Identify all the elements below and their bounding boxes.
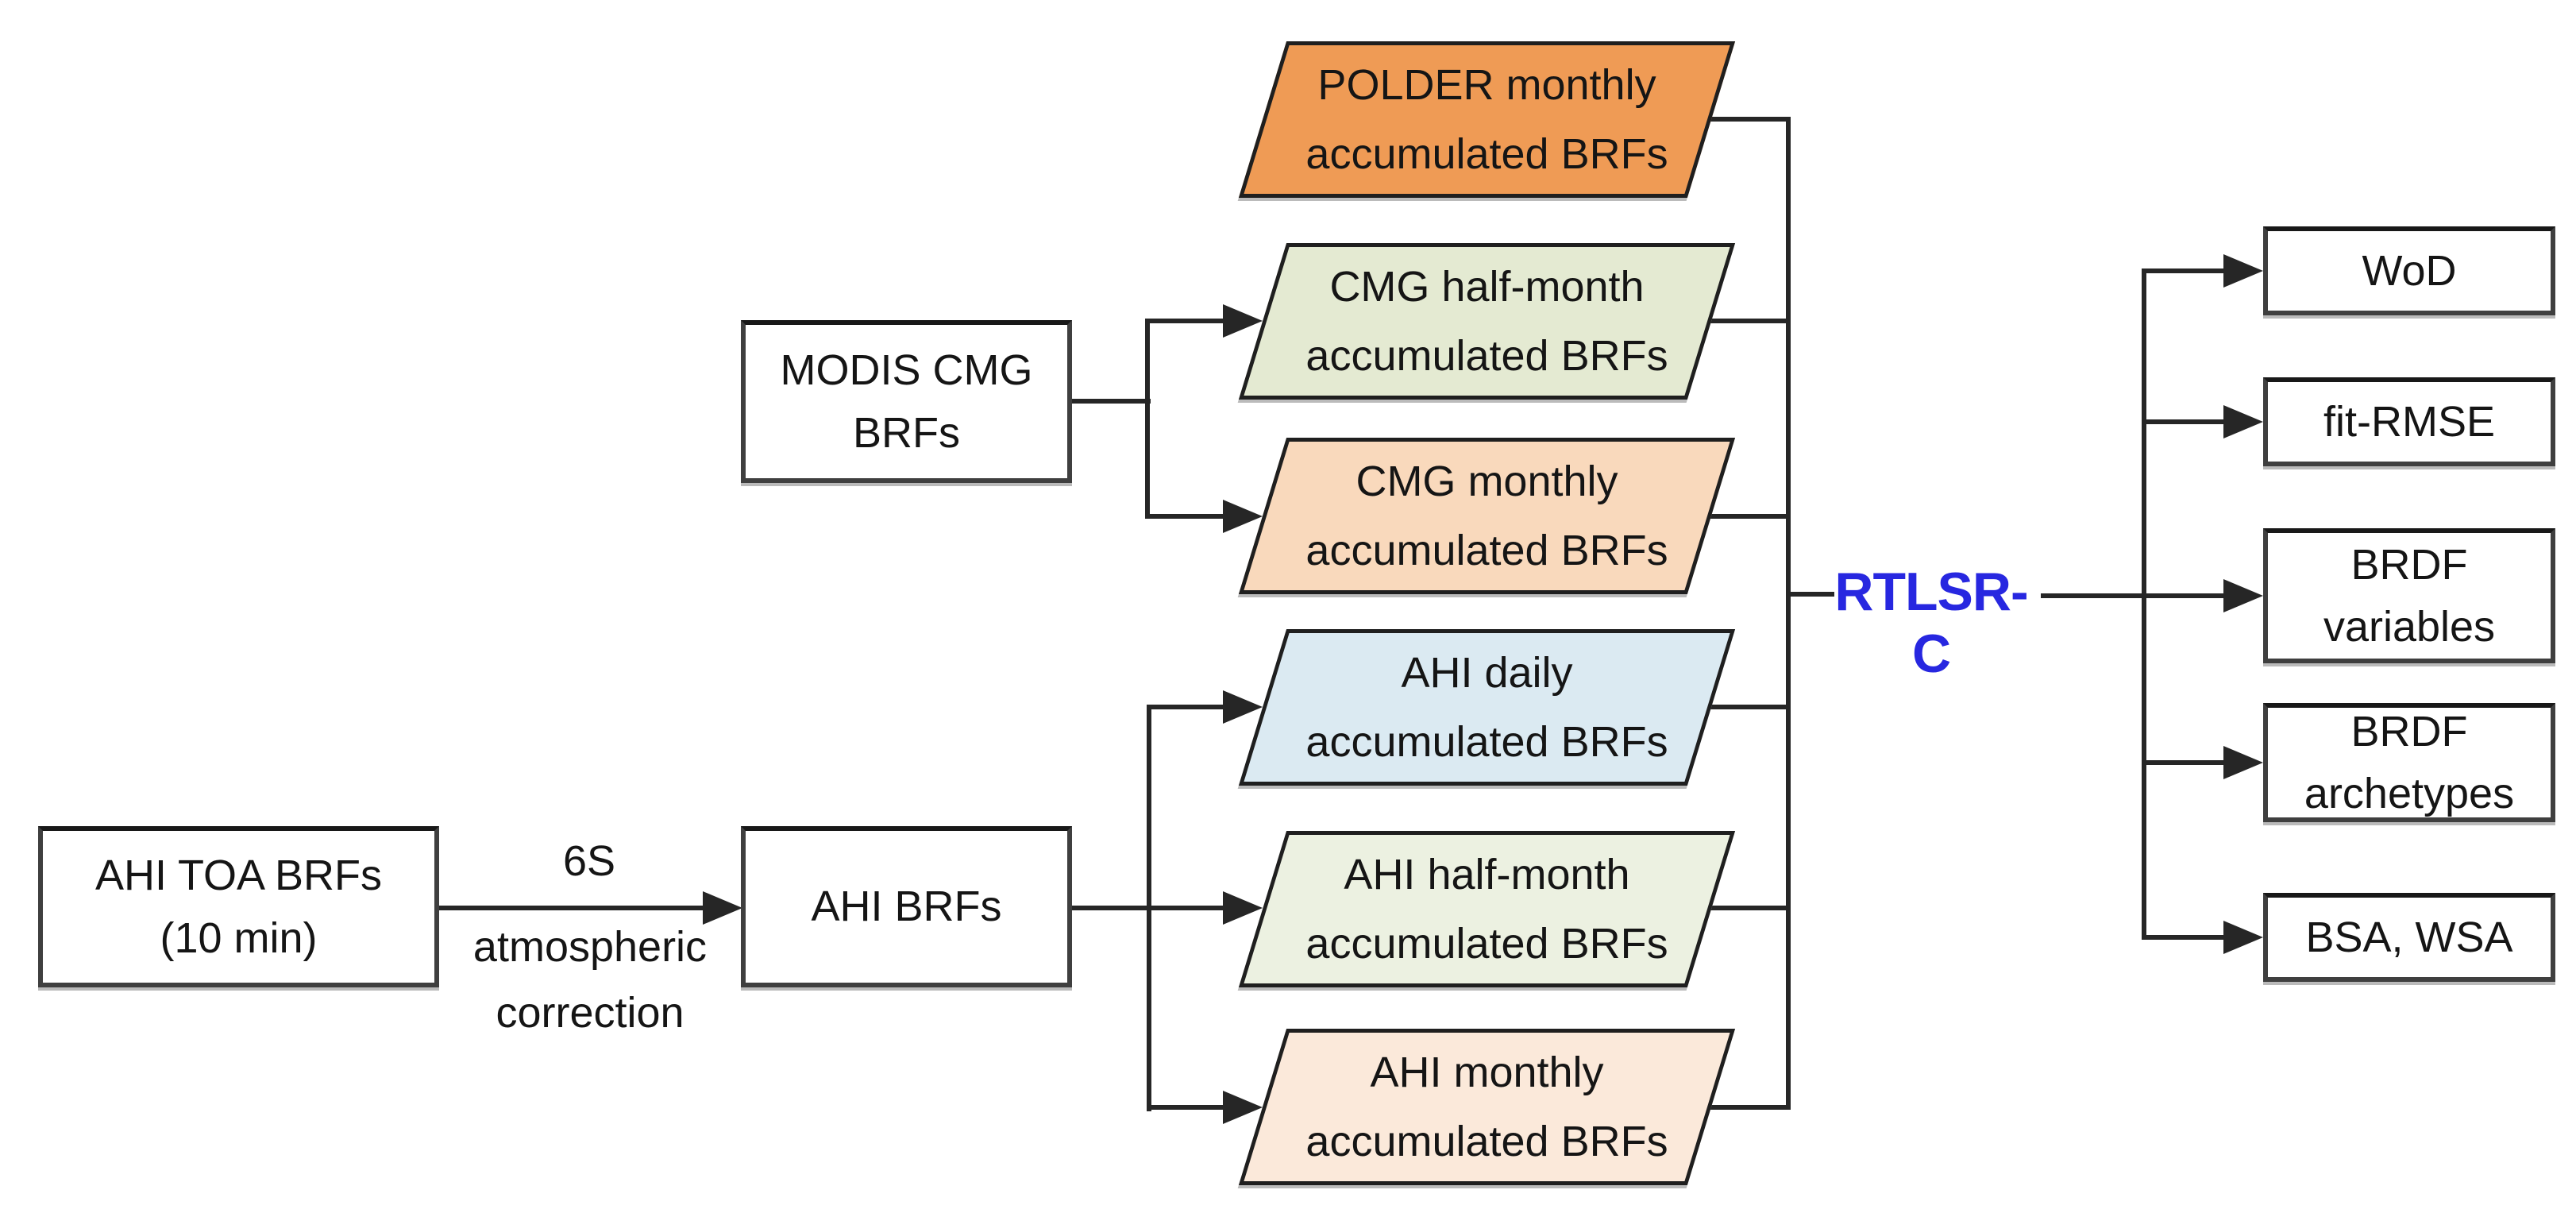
connector-line — [1145, 514, 1228, 519]
parallelogram-label: CMG monthly accumulated BRFs — [1305, 458, 1668, 574]
arrowhead-icon — [1223, 891, 1263, 925]
arrowhead-icon — [2223, 405, 2263, 438]
parallelogram-label: AHI half-month accumulated BRFs — [1305, 851, 1668, 968]
connector-line — [2144, 935, 2223, 940]
parallelogram-label: CMG half-month accumulated BRFs — [1305, 263, 1668, 380]
parallelogram-label: POLDER monthly accumulated BRFs — [1305, 61, 1668, 178]
arrowhead-icon — [703, 891, 742, 925]
process-label-correction: correction — [496, 989, 684, 1037]
node-ahi-toa-brfs: AHI TOA BRFs (10 min) — [38, 826, 439, 987]
parallelogram-label: AHI daily accumulated BRFs — [1305, 649, 1668, 766]
connector-line — [1145, 319, 1150, 519]
connector-line — [1145, 319, 1228, 323]
arrowhead-icon — [2223, 746, 2263, 779]
arrowhead-icon — [2223, 254, 2263, 288]
parallelogram-ahi-half-month-accumulated-brfs: AHI half-month accumulated BRFs — [1238, 831, 1736, 987]
arrowhead-icon — [2223, 579, 2263, 612]
node-output-bsa-wsa: BSA, WSA — [2263, 893, 2555, 982]
node-output-fit-rmse: fit-RMSE — [2263, 377, 2555, 466]
connector-line — [2041, 593, 2225, 598]
connector-line — [1149, 705, 1228, 709]
parallelogram-polder-monthly-accumulated-brfs: POLDER monthly accumulated BRFs — [1238, 41, 1736, 198]
arrowhead-icon — [1223, 1091, 1263, 1124]
connector-line — [1149, 1105, 1228, 1110]
connector-line — [1786, 117, 1791, 1110]
node-output-brdf-variables: BRDF variables — [2263, 528, 2555, 663]
connector-line — [1788, 592, 1834, 597]
node-ahi-brfs: AHI BRFs — [741, 826, 1072, 987]
node-output-brdf-archetypes: BRDF archetypes — [2263, 703, 2555, 822]
connector-line — [1691, 319, 1791, 323]
parallelogram-ahi-monthly-accumulated-brfs: AHI monthly accumulated BRFs — [1238, 1029, 1736, 1185]
arrowhead-icon — [1223, 304, 1263, 338]
node-modis-cmg-brfs: MODIS CMG BRFs — [741, 320, 1072, 483]
connector-line — [1072, 399, 1151, 404]
parallelogram-label: AHI monthly accumulated BRFs — [1305, 1049, 1668, 1165]
arrowhead-icon — [2223, 921, 2263, 954]
process-label-6s: 6S — [562, 837, 616, 885]
connector-line — [1691, 117, 1791, 122]
connector-line — [2142, 268, 2146, 940]
connector-line — [1147, 705, 1151, 1111]
connector-line — [1691, 705, 1791, 709]
arrowhead-icon — [1223, 690, 1263, 724]
connector-line — [439, 906, 709, 910]
connector-line — [1691, 514, 1791, 519]
parallelogram-ahi-daily-accumulated-brfs: AHI daily accumulated BRFs — [1238, 629, 1736, 786]
node-output-wod: WoD — [2263, 226, 2555, 315]
connector-line — [2144, 760, 2223, 765]
connector-line — [1691, 1105, 1791, 1110]
process-label-atmospheric: atmospheric — [472, 923, 708, 971]
node-rtlsr-c-model: RTLSR-C — [1834, 562, 2028, 684]
connector-line — [2144, 419, 2223, 424]
parallelogram-cmg-monthly-accumulated-brfs: CMG monthly accumulated BRFs — [1238, 438, 1736, 594]
parallelogram-cmg-half-month-accumulated-brfs: CMG half-month accumulated BRFs — [1238, 243, 1736, 400]
connector-line — [2144, 268, 2223, 273]
arrowhead-icon — [1223, 500, 1263, 533]
connector-line — [1691, 906, 1791, 910]
